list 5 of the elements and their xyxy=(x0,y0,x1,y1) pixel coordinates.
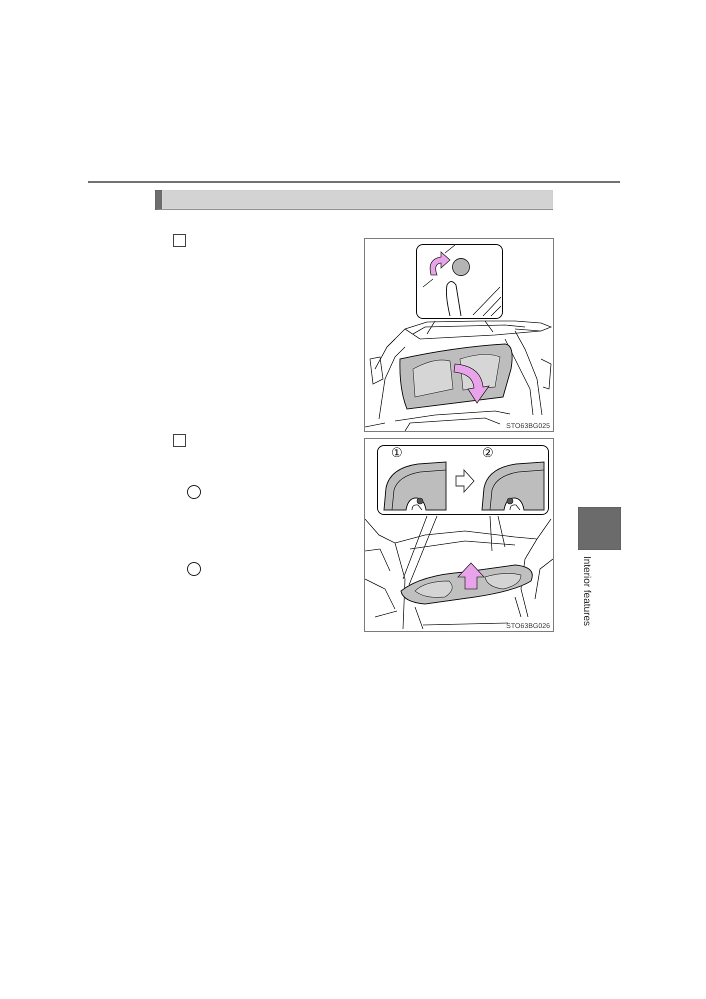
section-tab-label: Interior features xyxy=(581,556,591,626)
figure-frame xyxy=(364,438,554,632)
figure-frame xyxy=(364,238,554,432)
step-number: ② xyxy=(482,447,494,460)
step-number: ① xyxy=(391,447,403,460)
